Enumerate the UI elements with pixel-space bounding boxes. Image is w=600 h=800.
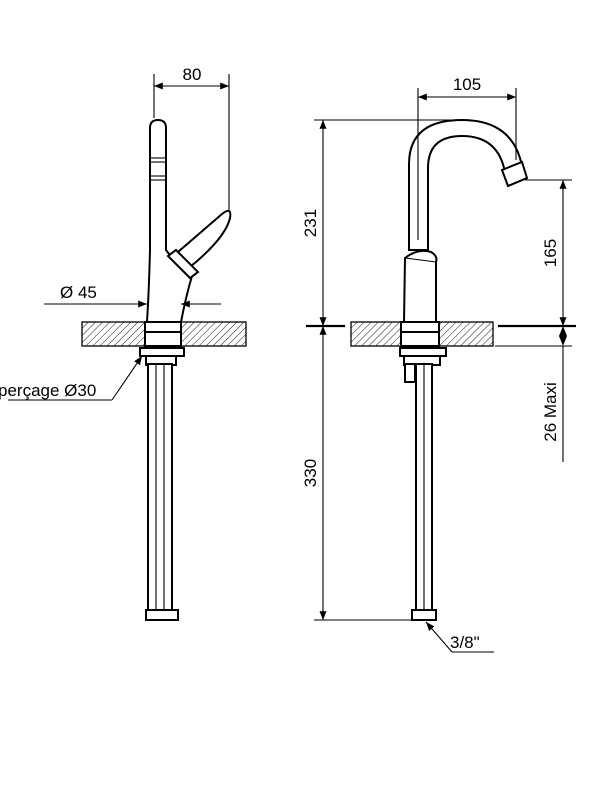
dim-shank-length: 330	[301, 459, 320, 487]
dim-deck-thickness: 26 Maxi	[541, 382, 560, 442]
fixing-nut-left	[139, 347, 185, 357]
hole-label: perçage Ø30	[0, 381, 96, 400]
spout	[408, 118, 525, 251]
side-view: 80 Ø 45 perçage Ø30	[0, 65, 247, 621]
dim-spout-reach: 105	[453, 75, 481, 94]
fixing-nut-right	[399, 347, 447, 357]
aerator	[500, 160, 529, 188]
dim-body-height: 231	[301, 209, 320, 237]
front-view: 105 231 330 165 26 Maxi 3/8"	[301, 75, 576, 653]
tap-body	[145, 118, 194, 323]
tap-body-front	[402, 249, 438, 323]
connector-label: 3/8"	[450, 633, 480, 652]
dim-body-diameter: Ø 45	[60, 283, 97, 302]
shank-left	[147, 363, 173, 613]
dim-handle-reach: 80	[183, 65, 202, 84]
dim-spout-height: 165	[541, 239, 560, 267]
lever-handle	[170, 209, 232, 272]
